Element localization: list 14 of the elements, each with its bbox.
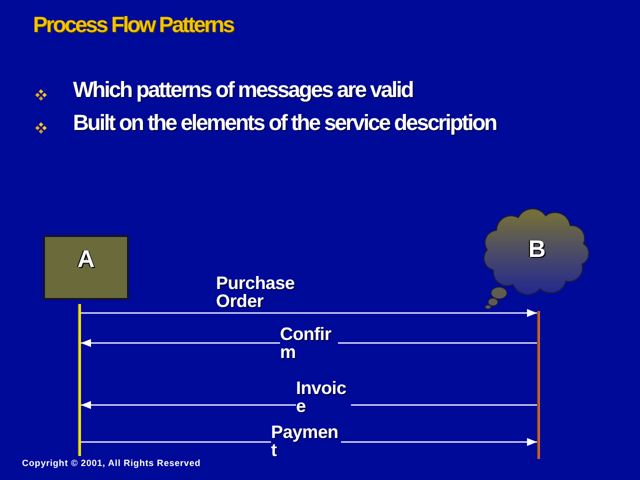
message-arrow [81,401,537,409]
message-label: Confirm [280,325,338,361]
message-label: Payment [271,423,341,459]
bullet-text: Built on the elements of the service description [73,110,496,135]
lifeline [78,304,81,456]
participant-label: B [528,238,546,262]
lifeline [537,311,540,459]
copyright-notice: Copyright © 2001, All Rights Reserved [22,458,201,469]
participant-box [43,235,129,300]
participant-label: A [77,248,95,272]
message-arrow [81,309,537,317]
bullet-text: Which patterns of messages are valid [73,77,413,102]
slide-title: Process Flow Patterns [33,12,234,38]
message-label: Invoice [296,379,351,415]
